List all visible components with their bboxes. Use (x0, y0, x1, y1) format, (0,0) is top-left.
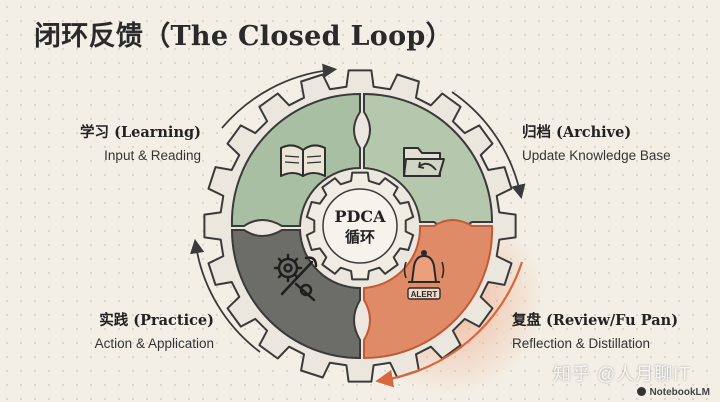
review-title: 复盘 (Review/Fu Pan) (512, 312, 679, 329)
stage-label-practice: 实践 (Practice) Action & Application (95, 309, 214, 351)
stage-label-review: 复盘 (Review/Fu Pan) Reflection & Distilla… (512, 309, 678, 351)
learning-title: 学习 (Learning) (80, 124, 201, 141)
cycle-arrow-left (190, 238, 261, 353)
learning-subtitle: Input & Reading (104, 148, 201, 163)
quadrant-practice[interactable] (230, 229, 361, 360)
book-icon (280, 144, 326, 177)
alert-bell-icon: ALERT (403, 250, 445, 300)
center-hub (322, 188, 398, 264)
practice-subtitle: Action & Application (94, 336, 214, 351)
archive-title: 归档 (Archive) (522, 124, 632, 141)
brand-text: NotebookLM (649, 387, 710, 398)
cycle-arrow-bottom (375, 261, 524, 388)
gears-icon (273, 253, 318, 302)
notebooklm-logo-icon (637, 387, 647, 396)
center-label-cycle: 循环 (345, 228, 375, 246)
stage-label-learning: 学习 (Learning) Input & Reading (80, 121, 201, 163)
practice-title: 实践 (Practice) (99, 312, 214, 329)
cycle-arrow-right (451, 91, 526, 200)
zhihu-watermark: 知乎 @人月聊IT (553, 364, 692, 384)
folder-icon (403, 147, 445, 177)
page-title: 闭环反馈（The Closed Loop） (34, 21, 453, 52)
alert-label: ALERT (411, 290, 438, 299)
archive-subtitle: Update Knowledge Base (522, 148, 671, 163)
review-subtitle: Reflection & Distillation (512, 336, 651, 351)
stage-label-archive: 归档 (Archive) Update Knowledge Base (522, 121, 671, 163)
notebooklm-brand: NotebookLM (637, 387, 710, 398)
center-label-pdca: PDCA (334, 207, 386, 226)
cycle-arrow-top (221, 63, 338, 129)
